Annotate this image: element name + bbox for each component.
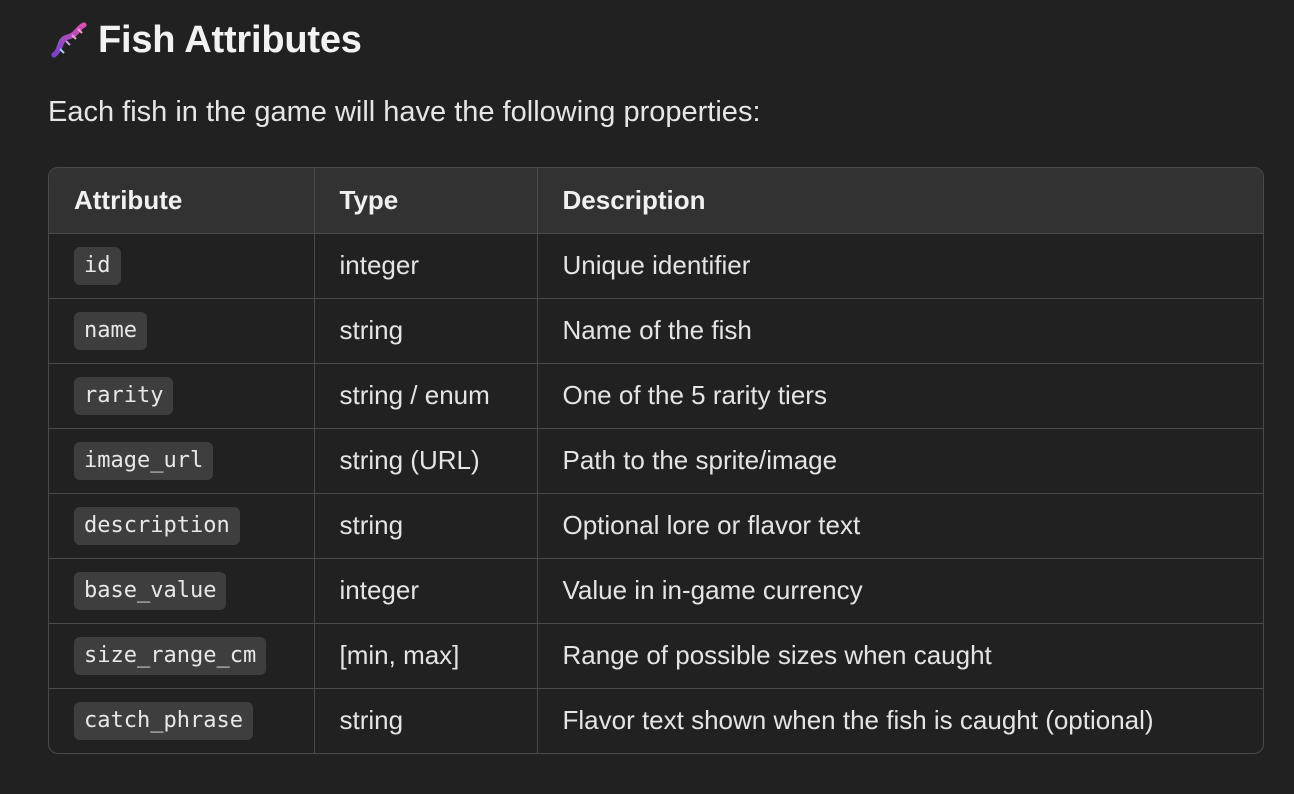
- cell-description: Name of the fish: [537, 298, 1263, 364]
- cell-type: string: [314, 688, 538, 753]
- table-row: name string Name of the fish: [49, 298, 1263, 364]
- attribute-code: name: [74, 311, 147, 350]
- cell-type: [min, max]: [314, 623, 538, 689]
- header-type: Type: [314, 168, 538, 234]
- cell-type: string / enum: [314, 363, 538, 429]
- cell-attribute: description: [49, 493, 315, 559]
- cell-description: Flavor text shown when the fish is caugh…: [562, 705, 1154, 736]
- table-header-row: Attribute Type Description: [49, 168, 1263, 234]
- table-row: size_range_cm [min, max] Range of possib…: [49, 623, 1263, 689]
- table-row: catch_phrase string Flavor text shown wh…: [49, 688, 1263, 753]
- table-row: description string Optional lore or flav…: [49, 493, 1263, 559]
- cell-type: integer: [314, 233, 538, 299]
- intro-text: Each fish in the game will have the foll…: [48, 96, 761, 128]
- cell-description: Optional lore or flavor text: [537, 493, 1263, 559]
- cell-type: string: [314, 493, 538, 559]
- attribute-code: id: [74, 246, 121, 285]
- cell-attribute: size_range_cm: [49, 623, 315, 689]
- attribute-code: base_value: [74, 571, 227, 610]
- cell-attribute: id: [49, 233, 315, 299]
- cell-description: Range of possible sizes when caught: [537, 623, 1263, 689]
- cell-attribute: base_value: [49, 558, 315, 624]
- attribute-code: description: [74, 506, 240, 545]
- table-row: image_url string (URL) Path to the sprit…: [49, 428, 1263, 494]
- attribute-code: rarity: [74, 376, 174, 415]
- section-heading: Fish Attributes: [48, 16, 362, 64]
- header-description: Description: [537, 168, 1263, 234]
- cell-attribute: name: [49, 298, 315, 364]
- attribute-code: size_range_cm: [74, 636, 267, 675]
- table-row: rarity string / enum One of the 5 rarity…: [49, 363, 1263, 429]
- cell-attribute: rarity: [49, 363, 315, 429]
- cell-description: Path to the sprite/image: [537, 428, 1263, 494]
- attribute-code: catch_phrase: [74, 701, 253, 740]
- header-attribute: Attribute: [49, 168, 315, 234]
- cell-type: string: [314, 298, 538, 364]
- page-title: Fish Attributes: [98, 18, 362, 61]
- dna-icon: [48, 19, 90, 61]
- attributes-table: Attribute Type Description id integer Un…: [48, 167, 1264, 754]
- cell-type: integer: [314, 558, 538, 624]
- cell-type: string (URL): [314, 428, 538, 494]
- attribute-code: image_url: [74, 441, 214, 480]
- cell-attribute: image_url: [49, 428, 315, 494]
- cell-description: Value in in-game currency: [537, 558, 1263, 624]
- table-row: id integer Unique identifier: [49, 233, 1263, 299]
- cell-description: Unique identifier: [537, 233, 1263, 299]
- cell-attribute: catch_phrase: [49, 688, 315, 753]
- cell-description: One of the 5 rarity tiers: [537, 363, 1263, 429]
- table-row: base_value integer Value in in-game curr…: [49, 558, 1263, 624]
